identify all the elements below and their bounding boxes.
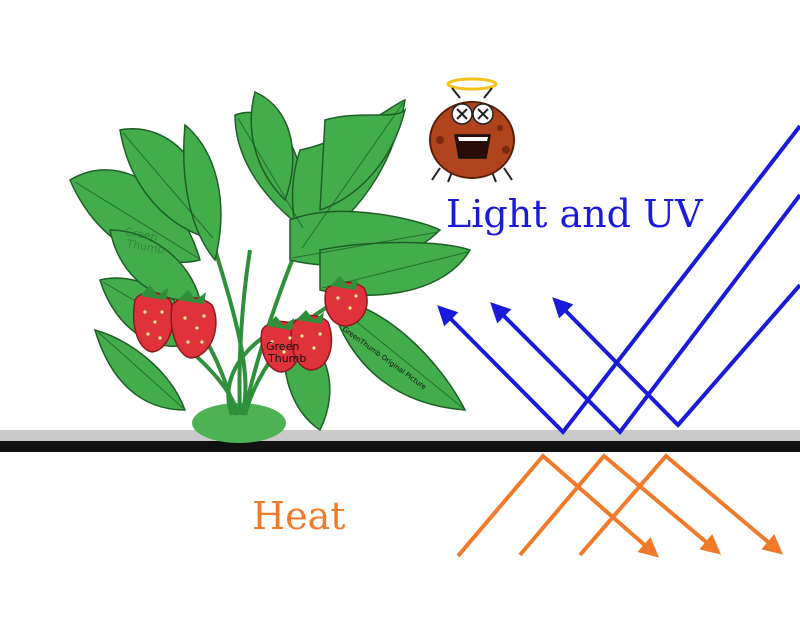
surface-top [0,430,800,441]
plant-watermark-line2b: Thumb [267,352,306,365]
surface-line [0,441,800,452]
plant-watermark-line1b: Green [266,340,299,353]
plant-watermark-line1: Green [123,225,158,244]
light-ray-3 [552,283,800,428]
heat-rays [456,453,784,558]
strawberry-plant-icon: Green Thumb Green Thumb GreenThumb Origi… [69,90,472,443]
light-ray-1 [437,124,800,436]
heat-ray-1 [456,453,660,558]
heat-label: Heat [252,494,346,538]
light-ray-2 [490,193,800,436]
heat-ray-2 [518,453,722,557]
light-rays [437,124,800,436]
dead-bug-icon [429,77,515,183]
heat-ray-3 [578,453,784,557]
halo-icon [446,77,498,91]
light-uv-label: Light and UV [446,192,703,236]
